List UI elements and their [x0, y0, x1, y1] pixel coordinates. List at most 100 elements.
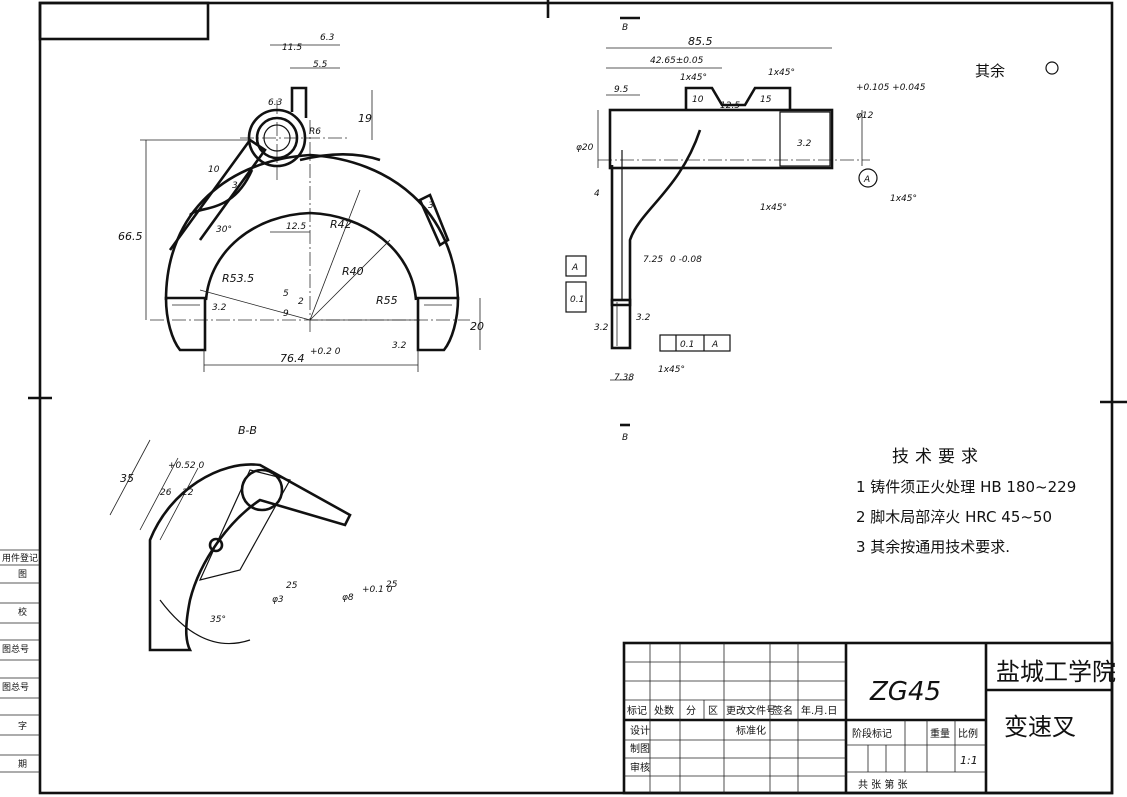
tech-title: 技术要求: [892, 447, 984, 467]
front-view: 11.5 5.5 6.3 6.3 19 R6 66.5 10 3 3 30° 1…: [118, 33, 484, 372]
dim-r53-5: R53.5: [222, 272, 254, 285]
tech-item: 1 铸件须正火处理 HB 180~229: [856, 478, 1076, 496]
tb-header: 分: [686, 705, 696, 717]
tb-part-name: 变速叉: [1004, 713, 1076, 741]
rough-6-3-hub: 6.3: [268, 98, 283, 108]
dim-12-5: 12.5: [286, 222, 306, 232]
datum-a-circle: A: [863, 175, 870, 185]
dim-3-b: 3: [428, 201, 434, 211]
side-item: 图总号: [2, 643, 29, 655]
dim-phi20: φ20: [576, 143, 594, 153]
dim-26: 26: [160, 488, 172, 498]
tech-item: 2 脚木局部淬火 HRC 45~50: [856, 508, 1052, 526]
dim-phi3: φ3: [272, 595, 284, 605]
dim-1x45-e: 1x45°: [658, 365, 685, 375]
dim-30deg: 30°: [216, 225, 232, 235]
dim-76-4: 76.4: [280, 352, 305, 365]
dim-phi12-tol: +0.105 +0.045: [856, 83, 926, 93]
gt-value: 0.1: [680, 340, 694, 350]
dim-11-5: 11.5: [282, 43, 302, 53]
tb-sign-row: 审核: [630, 761, 650, 774]
tb-header: 更改文件号: [726, 704, 776, 717]
dim-9-5: 9.5: [614, 85, 629, 95]
sheet-frame: [28, 0, 1127, 795]
section-view: B-B 35 26 +0.52 0 22 25 φ3 φ8 +0.1 0 25 …: [109, 424, 398, 652]
dim-1x45-d: 1x45°: [890, 194, 917, 204]
gt-datum: A: [711, 340, 718, 350]
dim-1x45-c: 1x45°: [760, 203, 787, 213]
title-block: 标记 处数 分 区 更改文件号 签名 年.月.日 设计 制图 审核 标准化 ZG…: [622, 641, 1116, 795]
side-item: 期: [18, 759, 27, 770]
dim-7-25-tol: 0 -0.08: [670, 255, 702, 265]
cut-mark-top: B: [622, 23, 628, 33]
gt-value-vert: 0.1: [570, 295, 584, 305]
tb-material: ZG45: [869, 677, 941, 707]
dim-phi8: φ8: [342, 593, 354, 603]
section-label: B-B: [238, 424, 257, 437]
dim-2: 2: [298, 297, 304, 307]
dim-r40: R40: [342, 265, 364, 278]
dim-3-a: 3: [232, 181, 238, 191]
rough-other: 其余: [975, 62, 1005, 80]
dim-r6: R6: [309, 127, 321, 137]
dim-9: 9: [283, 309, 289, 319]
dim-10: 10: [208, 165, 220, 175]
dim-1x45-a: 1x45°: [680, 73, 707, 83]
side-item: 用件登记: [2, 552, 38, 564]
tb-sign-row: 制图: [630, 742, 650, 755]
dim-r55: R55: [376, 294, 398, 307]
dim-19: 19: [358, 112, 372, 125]
dim-35: 35: [120, 472, 134, 485]
rough-3-2-tip: 3.2: [594, 323, 609, 333]
tb-standardize: 标准化: [736, 724, 766, 737]
tb-header: 年.月.日: [801, 704, 837, 717]
dim-phi8-tol: +0.1 0: [362, 585, 393, 595]
tb-stage-label: 阶段标记: [852, 727, 892, 740]
dim-r42: R42: [330, 218, 352, 231]
tb-header: 处数: [654, 704, 674, 717]
rough-3-2-bore: 3.2: [797, 139, 812, 149]
tb-school: 盐城工学院: [996, 658, 1116, 686]
rough-3-2-left: 3.2: [212, 303, 227, 313]
side-item: 图: [18, 569, 27, 580]
rough-6-3-top: 6.3: [320, 33, 335, 43]
tb-sheet-row: 共 张 第 张: [858, 778, 908, 791]
datum-a-box: A: [571, 263, 578, 273]
tb-sign-row: 设计: [630, 724, 650, 737]
dim-5-5: 5.5: [313, 60, 328, 70]
rough-3-2-tip2: 3.2: [636, 313, 651, 323]
tb-header: 签名: [773, 704, 793, 717]
side-item: 字: [18, 720, 27, 732]
dim-76-4-tol: +0.2 0: [310, 347, 341, 357]
dim-1x45-b: 1x45°: [768, 68, 795, 78]
rough-25-b: 25: [386, 580, 398, 590]
side-item: 校: [18, 606, 27, 618]
dim-35deg: 35°: [210, 615, 226, 625]
dim-4: 4: [594, 189, 600, 199]
dim-42-65: 42.65±0.05: [650, 56, 704, 66]
dim-26-tol: +0.52 0: [168, 461, 204, 471]
rough-12-5: 12.5: [720, 101, 740, 111]
dim-7-38: 7.38: [614, 373, 634, 383]
dim-66-5: 66.5: [118, 230, 143, 243]
tb-header: 标记: [627, 705, 647, 717]
rough-3-2-right: 3.2: [392, 341, 407, 351]
dim-10-side: 10: [692, 95, 704, 105]
dim-85-5: 85.5: [688, 35, 713, 48]
side-view: B B 85.5 42.65±0.05 9.5 1x45° 1x45° 10 1…: [565, 16, 1059, 443]
tech-requirements: 技术要求 1 铸件须正火处理 HB 180~229 2 脚木局部淬火 HRC 4…: [856, 447, 1076, 556]
dim-phi12: φ12: [856, 111, 874, 121]
tb-scale: 1:1: [960, 754, 978, 767]
dim-5: 5: [283, 289, 289, 299]
tb-scale-label: 比例: [958, 727, 978, 740]
dim-22: 22: [182, 488, 194, 498]
rough-25-a: 25: [286, 581, 298, 591]
side-strip: 用件登记 图 校 图总号 图总号 字 期: [0, 549, 40, 773]
side-item: 图总号: [2, 681, 29, 693]
dim-7-25: 7.25: [643, 255, 663, 265]
dim-20: 20: [470, 320, 484, 333]
tech-item: 3 其余按通用技术要求.: [856, 538, 1010, 556]
tb-weight-label: 重量: [930, 727, 950, 740]
cut-mark-bottom: B: [622, 433, 628, 443]
